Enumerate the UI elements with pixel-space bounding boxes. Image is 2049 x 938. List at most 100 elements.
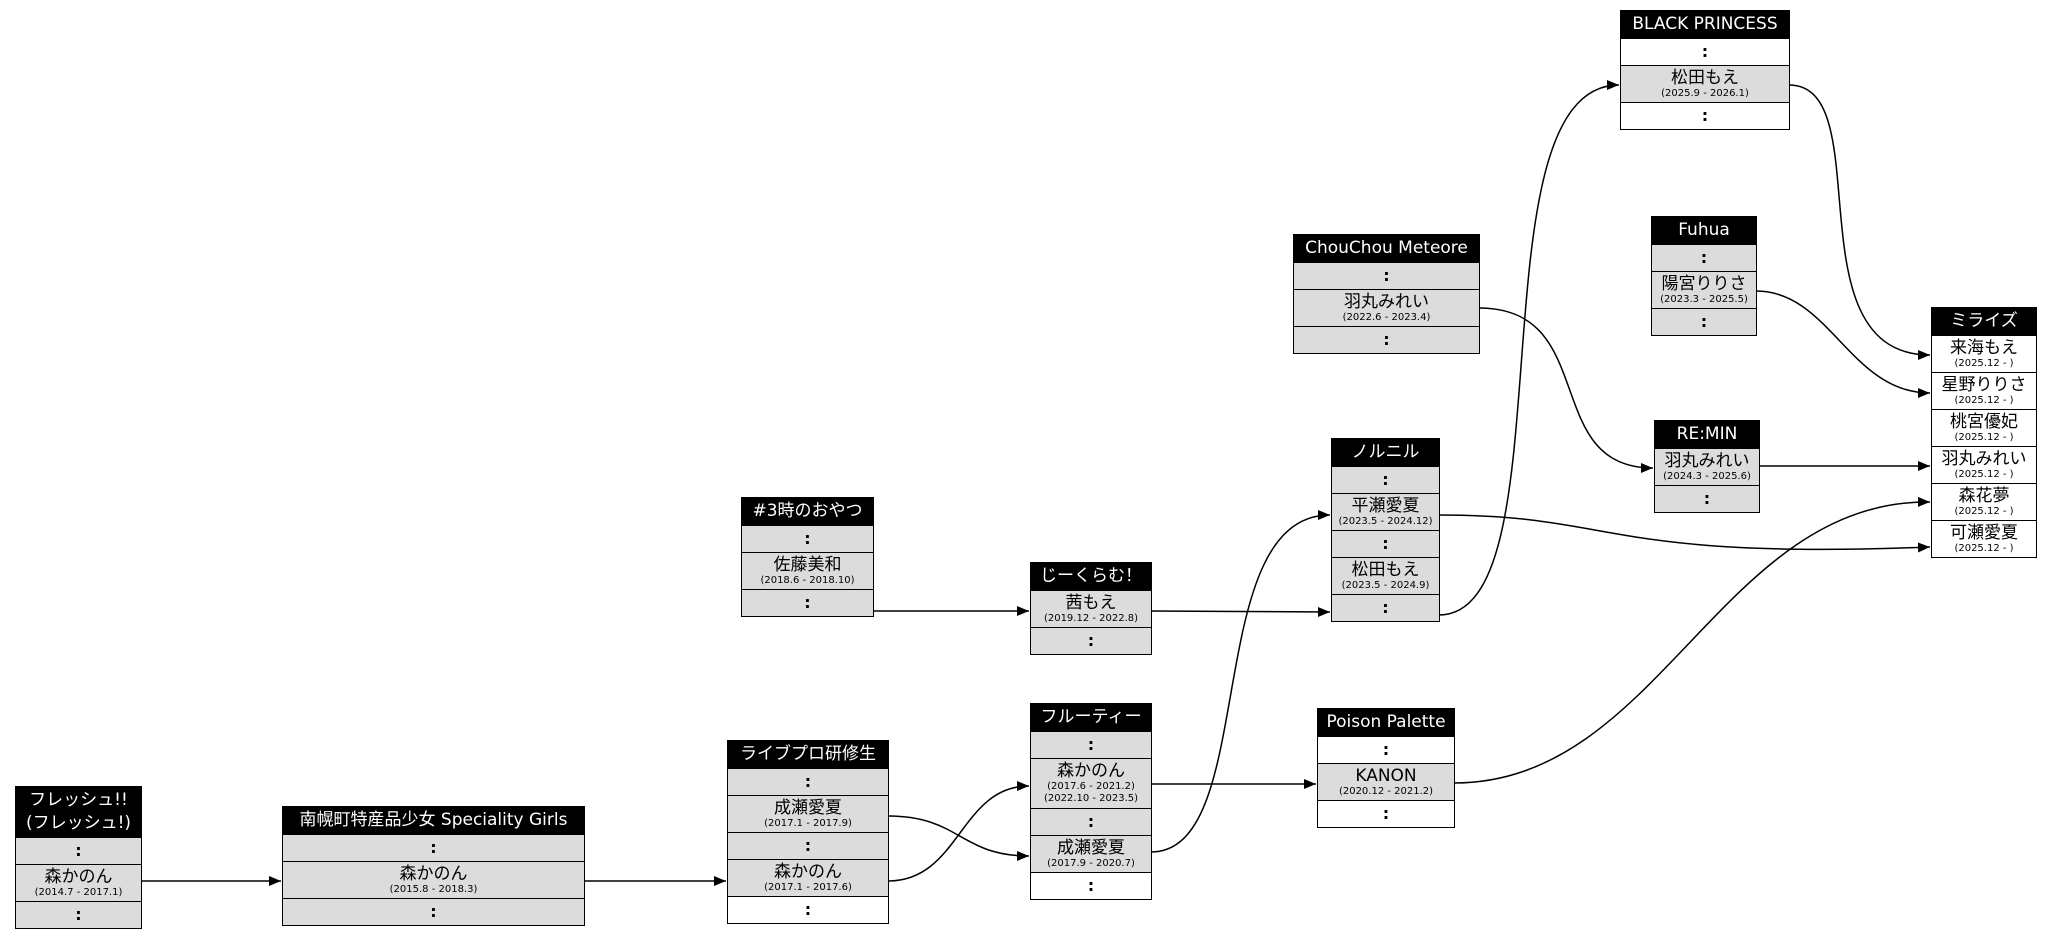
- ellipsis-row: :: [1652, 308, 1756, 335]
- group-node-minami: 南幌町特産品少女 Speciality Girls : 森かのん (2015.8…: [282, 806, 585, 926]
- group-node-mirize: ミライズ 来海もえ (2025.12 - ) 星野りりさ (2025.12 - …: [1931, 307, 2037, 558]
- member-name: 成瀬愛夏: [1057, 838, 1125, 858]
- member-period: (2025.12 - ): [1954, 358, 2014, 369]
- ellipsis-row: :: [1031, 808, 1151, 835]
- member-name: 羽丸みれい: [1941, 449, 2027, 469]
- member-row: 来海もえ (2025.12 - ): [1932, 335, 2036, 372]
- member-row: 松田もえ (2023.5 - 2024.9): [1332, 557, 1439, 594]
- ellipsis-row: :: [1031, 731, 1151, 758]
- member-name: 羽丸みれい: [1664, 451, 1750, 471]
- group-title: ミライズ: [1932, 308, 2036, 335]
- member-period: (2025.12 - ): [1954, 543, 2014, 554]
- ellipsis-row: :: [1332, 530, 1439, 557]
- member-period: (2024.3 - 2025.6): [1663, 471, 1751, 482]
- member-period: (2025.12 - ): [1954, 506, 2014, 517]
- member-name: 森かのん: [1057, 761, 1125, 781]
- group-title: Fuhua: [1652, 217, 1756, 244]
- member-row: 佐藤美和 (2018.6 - 2018.10): [742, 552, 873, 589]
- edge-jikuram-to-norunil: [1150, 606, 1331, 617]
- member-row: 桃宮優妃 (2025.12 - ): [1932, 409, 2036, 446]
- edge-livepro-naruse-to-fruity: [887, 815, 1030, 861]
- group-title: 南幌町特産品少女 Speciality Girls: [283, 807, 584, 834]
- member-period: (2023.5 - 2024.12): [1338, 516, 1433, 527]
- member-name: 松田もえ: [1671, 68, 1739, 88]
- member-name: 来海もえ: [1950, 338, 2018, 358]
- group-title: フレッシュ!! (フレッシュ!): [16, 787, 141, 837]
- ellipsis-row: :: [1031, 872, 1151, 899]
- ellipsis-row: :: [1655, 485, 1759, 512]
- member-row: 森かのん (2014.7 - 2017.1): [16, 864, 141, 901]
- member-name: KANON: [1355, 766, 1417, 786]
- member-name: 平瀬愛夏: [1351, 496, 1420, 516]
- member-period: (2017.9 - 2020.7): [1047, 858, 1135, 869]
- member-name: 佐藤美和: [773, 555, 842, 575]
- member-row: 森かのん (2017.6 - 2021.2) (2022.10 - 2023.5…: [1031, 758, 1151, 808]
- member-row: 陽宮りりさ (2023.3 - 2025.5): [1652, 271, 1756, 308]
- member-name: 羽丸みれい: [1344, 292, 1429, 312]
- member-name: 森かのん: [44, 867, 113, 887]
- member-period: (2015.8 - 2018.3): [389, 884, 478, 895]
- member-period: (2018.6 - 2018.10): [760, 575, 855, 586]
- group-node-jikuram: じーくらむ！ 茜もえ (2019.12 - 2022.8) :: [1030, 562, 1152, 655]
- member-row: 可瀬愛夏 (2025.12 - ): [1932, 520, 2036, 557]
- member-period: (2023.5 - 2024.9): [1341, 580, 1430, 591]
- member-row: 森かのん (2015.8 - 2018.3): [283, 861, 584, 898]
- member-name: 星野りりさ: [1941, 375, 2027, 395]
- group-title: ライブプロ研修生: [728, 741, 888, 768]
- edge-chouchou-to-remin: [1478, 307, 1654, 473]
- group-node-fuhua: Fuhua : 陽宮りりさ (2023.3 - 2025.5) :: [1651, 216, 1757, 336]
- ellipsis-row: :: [1332, 466, 1439, 493]
- ellipsis-row: :: [1294, 326, 1479, 353]
- member-name: 桃宮優妃: [1950, 412, 2018, 432]
- member-row: 森かのん (2017.1 - 2017.6): [728, 859, 888, 896]
- ellipsis-row: :: [728, 768, 888, 795]
- member-period: (2025.12 - ): [1954, 432, 2014, 443]
- group-title: BLACK PRINCESS: [1621, 11, 1789, 38]
- ellipsis-row: :: [16, 837, 141, 864]
- member-period: (2022.6 - 2023.4): [1342, 312, 1431, 323]
- group-title: #3時のおやつ: [742, 498, 873, 525]
- group-title: じーくらむ！: [1031, 563, 1151, 590]
- group-node-blackprincess: BLACK PRINCESS : 松田もえ (2025.9 - 2026.1) …: [1620, 10, 1790, 130]
- ellipsis-row: :: [742, 589, 873, 616]
- group-node-fruity: フルーティー : 森かのん (2017.6 - 2021.2) (2022.10…: [1030, 703, 1152, 900]
- group-title: ノルニル: [1332, 439, 1439, 466]
- member-name: 茜もえ: [1065, 593, 1117, 613]
- group-node-remin: RE:MIN 羽丸みれい (2024.3 - 2025.6) :: [1654, 420, 1760, 513]
- edge-norunil-matsuda-to-blackprincess: [1438, 80, 1620, 616]
- member-name: 成瀬愛夏: [774, 798, 842, 818]
- group-node-livepro: ライブプロ研修生 : 成瀬愛夏 (2017.1 - 2017.9) : 森かのん…: [727, 740, 889, 924]
- edge-norunil-hirase-to-mirize: [1438, 514, 1931, 553]
- member-name: 松田もえ: [1351, 560, 1420, 580]
- edge-poison-to-mirize: [1453, 496, 1931, 784]
- edge-fuhua-to-mirize: [1755, 290, 1931, 398]
- member-period: (2025.12 - ): [1954, 469, 2014, 480]
- member-row: 平瀬愛夏 (2023.5 - 2024.12): [1332, 493, 1439, 530]
- ellipsis-row: :: [1621, 38, 1789, 65]
- group-node-oyatsu: #3時のおやつ : 佐藤美和 (2018.6 - 2018.10) :: [741, 497, 874, 617]
- ellipsis-row: :: [283, 898, 584, 925]
- member-row: 羽丸みれい (2022.6 - 2023.4): [1294, 289, 1479, 326]
- member-period: (2017.1 - 2017.6): [764, 882, 852, 893]
- group-node-norunil: ノルニル : 平瀬愛夏 (2023.5 - 2024.12) : 松田もえ (2…: [1331, 438, 1440, 622]
- member-name: 可瀬愛夏: [1950, 523, 2018, 543]
- ellipsis-row: :: [728, 896, 888, 923]
- ellipsis-row: :: [16, 901, 141, 928]
- group-title: フルーティー: [1031, 704, 1151, 731]
- member-name: 森花夢: [1958, 486, 2010, 506]
- ellipsis-row: :: [1294, 262, 1479, 289]
- group-title: RE:MIN: [1655, 421, 1759, 448]
- member-name: 陽宮りりさ: [1661, 274, 1747, 294]
- ellipsis-row: :: [1652, 244, 1756, 271]
- edge-livepro-mori-to-fruity: [887, 781, 1030, 882]
- ellipsis-row: :: [1332, 594, 1439, 621]
- member-row: 羽丸みれい (2024.3 - 2025.6): [1655, 448, 1759, 485]
- member-row: 成瀬愛夏 (2017.1 - 2017.9): [728, 795, 888, 832]
- member-name: 森かのん: [399, 864, 468, 884]
- ellipsis-row: :: [1031, 627, 1151, 654]
- member-period: (2014.7 - 2017.1): [34, 887, 123, 898]
- member-row: 成瀬愛夏 (2017.9 - 2020.7): [1031, 835, 1151, 872]
- member-row: 茜もえ (2019.12 - 2022.8): [1031, 590, 1151, 627]
- group-node-fresh: フレッシュ!! (フレッシュ!) : 森かのん (2014.7 - 2017.1…: [15, 786, 142, 929]
